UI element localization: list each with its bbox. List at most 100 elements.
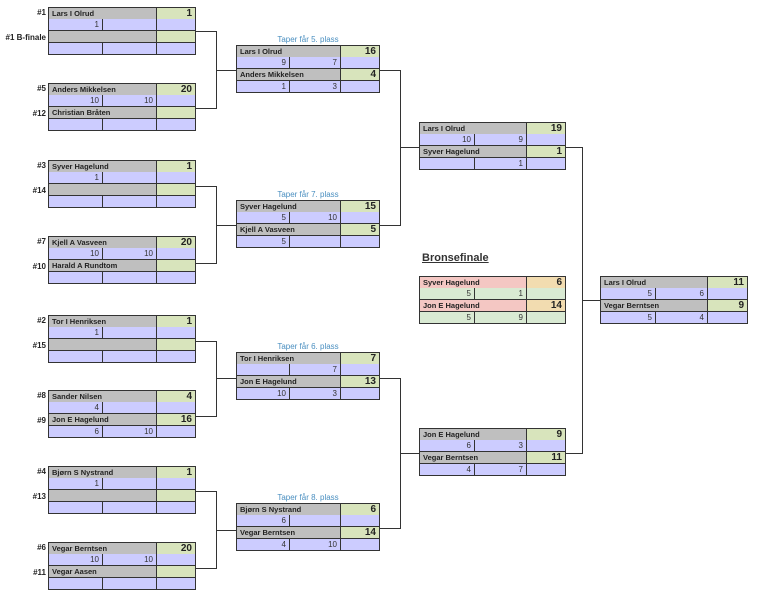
set-score-1[interactable]: 4: [236, 539, 290, 551]
set-score-extra[interactable]: [157, 95, 196, 107]
set-score-2[interactable]: [103, 502, 157, 514]
set-score-2[interactable]: [290, 236, 341, 248]
set-score-extra[interactable]: [341, 515, 380, 527]
set-score-1[interactable]: 10: [236, 388, 290, 400]
set-score-2[interactable]: 9: [475, 134, 527, 146]
player-name[interactable]: Vegar Berntsen: [600, 300, 708, 312]
set-score-extra[interactable]: [527, 440, 566, 452]
set-score-extra[interactable]: [157, 327, 196, 339]
player-name[interactable]: Syver Hagelund: [419, 146, 527, 158]
set-score-2[interactable]: [103, 19, 157, 31]
set-score-2[interactable]: [103, 351, 157, 363]
total-score[interactable]: 1: [527, 146, 566, 158]
set-score-extra[interactable]: [527, 158, 566, 170]
set-score-2[interactable]: 1: [475, 158, 527, 170]
set-score-extra[interactable]: [157, 578, 196, 590]
total-score[interactable]: 13: [341, 376, 380, 388]
set-score-2[interactable]: [103, 402, 157, 414]
set-score-extra[interactable]: [157, 351, 196, 363]
set-score-1[interactable]: 10: [48, 248, 103, 260]
set-score-1[interactable]: 1: [48, 172, 103, 184]
set-score-1[interactable]: [48, 351, 103, 363]
set-score-extra[interactable]: [527, 288, 566, 300]
set-score-extra[interactable]: [157, 272, 196, 284]
set-score-extra[interactable]: [708, 312, 748, 324]
set-score-2[interactable]: [103, 43, 157, 55]
set-score-extra[interactable]: [157, 402, 196, 414]
set-score-extra[interactable]: [157, 119, 196, 131]
set-score-1[interactable]: 6: [236, 515, 290, 527]
player-name[interactable]: Kjell A Vasveen: [236, 224, 341, 236]
total-score[interactable]: 14: [527, 300, 566, 312]
player-name[interactable]: Christian Bråten: [48, 107, 157, 119]
set-score-2[interactable]: 1: [475, 288, 527, 300]
player-name[interactable]: Jon E Hagelund: [236, 376, 341, 388]
set-score-extra[interactable]: [341, 388, 380, 400]
total-score[interactable]: 9: [708, 300, 748, 312]
player-name[interactable]: Vegar Aasen: [48, 566, 157, 578]
total-score[interactable]: [157, 566, 196, 578]
set-score-1[interactable]: [48, 502, 103, 514]
set-score-2[interactable]: 3: [290, 81, 341, 93]
set-score-extra[interactable]: [341, 57, 380, 69]
set-score-extra[interactable]: [341, 364, 380, 376]
set-score-2[interactable]: 3: [290, 388, 341, 400]
total-score[interactable]: [157, 107, 196, 119]
set-score-1[interactable]: 5: [600, 312, 656, 324]
player-name[interactable]: Anders Mikkelsen: [236, 69, 341, 81]
set-score-extra[interactable]: [157, 43, 196, 55]
player-name[interactable]: [48, 490, 157, 502]
total-score[interactable]: [157, 184, 196, 196]
set-score-2[interactable]: [103, 272, 157, 284]
set-score-extra[interactable]: [527, 312, 566, 324]
set-score-extra[interactable]: [341, 539, 380, 551]
set-score-extra[interactable]: [157, 172, 196, 184]
set-score-1[interactable]: 10: [419, 134, 475, 146]
set-score-1[interactable]: 4: [48, 402, 103, 414]
set-score-2[interactable]: 10: [290, 539, 341, 551]
set-score-1[interactable]: [419, 158, 475, 170]
set-score-1[interactable]: [48, 578, 103, 590]
set-score-extra[interactable]: [341, 212, 380, 224]
set-score-extra[interactable]: [527, 464, 566, 476]
set-score-extra[interactable]: [157, 248, 196, 260]
set-score-2[interactable]: [103, 172, 157, 184]
set-score-1[interactable]: 5: [236, 212, 290, 224]
total-score[interactable]: 5: [341, 224, 380, 236]
set-score-2[interactable]: 7: [290, 57, 341, 69]
total-score[interactable]: 4: [341, 69, 380, 81]
set-score-extra[interactable]: [157, 478, 196, 490]
set-score-1[interactable]: [48, 272, 103, 284]
player-name[interactable]: Harald A Rundtom: [48, 260, 157, 272]
set-score-extra[interactable]: [157, 19, 196, 31]
set-score-extra[interactable]: [341, 236, 380, 248]
set-score-1[interactable]: [48, 119, 103, 131]
player-name[interactable]: Vegar Berntsen: [236, 527, 341, 539]
set-score-1[interactable]: [236, 364, 290, 376]
set-score-2[interactable]: 10: [103, 554, 157, 566]
set-score-2[interactable]: 7: [475, 464, 527, 476]
set-score-2[interactable]: [103, 478, 157, 490]
set-score-extra[interactable]: [157, 426, 196, 438]
set-score-2[interactable]: 3: [475, 440, 527, 452]
player-name[interactable]: [48, 184, 157, 196]
set-score-1[interactable]: 5: [419, 312, 475, 324]
set-score-1[interactable]: 10: [48, 554, 103, 566]
set-score-2[interactable]: 9: [475, 312, 527, 324]
total-score[interactable]: [157, 31, 196, 43]
set-score-1[interactable]: 5: [600, 288, 656, 300]
total-score[interactable]: 14: [341, 527, 380, 539]
set-score-1[interactable]: 1: [236, 81, 290, 93]
set-score-extra[interactable]: [157, 502, 196, 514]
set-score-1[interactable]: 1: [48, 478, 103, 490]
set-score-2[interactable]: 4: [656, 312, 708, 324]
player-name[interactable]: Vegar Berntsen: [419, 452, 527, 464]
set-score-1[interactable]: 10: [48, 95, 103, 107]
set-score-1[interactable]: 4: [419, 464, 475, 476]
set-score-2[interactable]: 10: [103, 248, 157, 260]
set-score-1[interactable]: 6: [419, 440, 475, 452]
set-score-1[interactable]: 5: [236, 236, 290, 248]
player-name[interactable]: Tor I Henriksen: [236, 352, 341, 365]
set-score-2[interactable]: [103, 196, 157, 208]
set-score-1[interactable]: [48, 196, 103, 208]
